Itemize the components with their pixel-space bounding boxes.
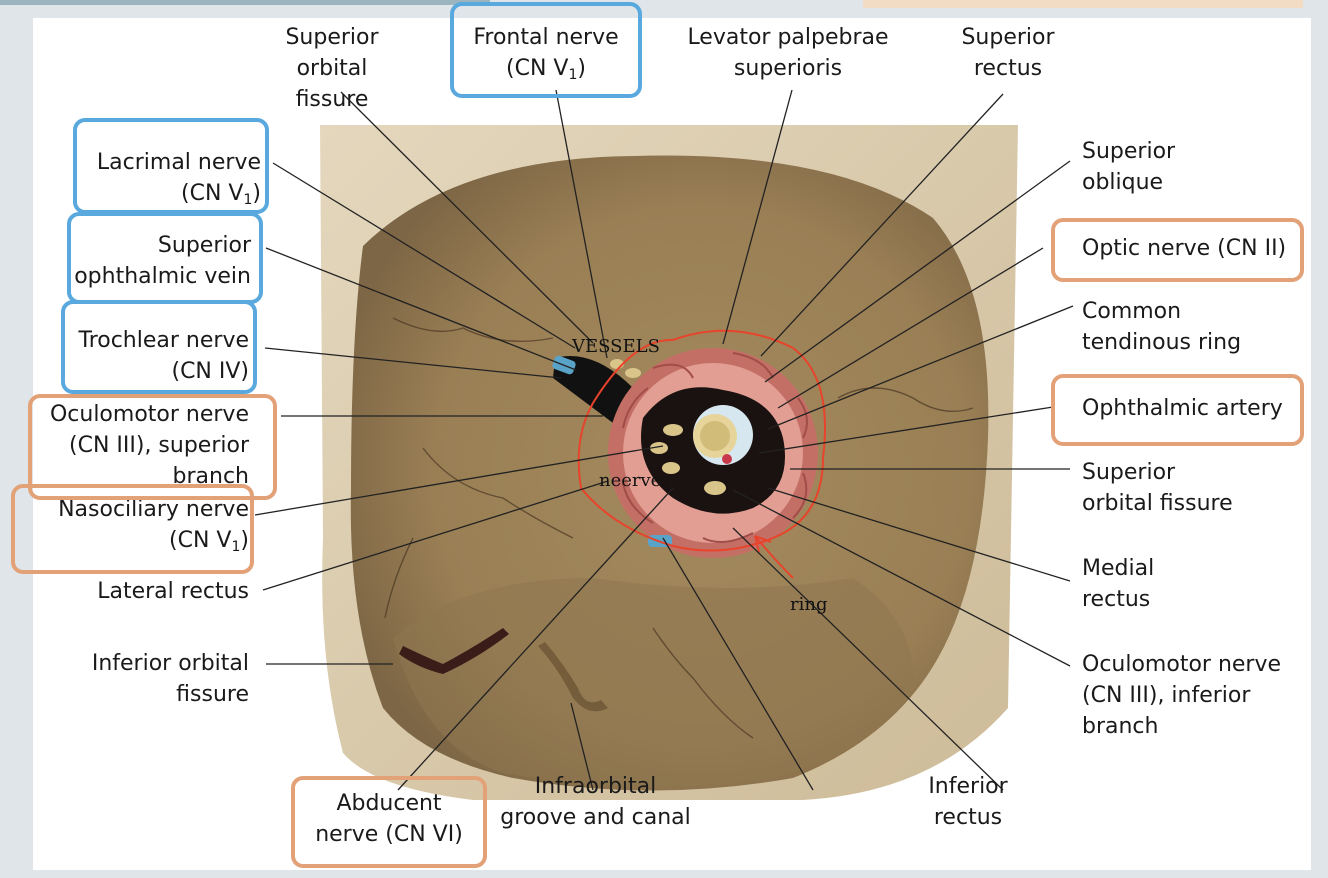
superior-ophthalmic-vein-box [67, 212, 263, 304]
lacrimal-nerve-box [73, 118, 269, 214]
label-ophthalmic-artery: Ophthalmic artery [1082, 396, 1283, 421]
label-superior-orbital-fissure-right: Superior orbital fissure [1082, 460, 1233, 516]
label-inferior-rectus: Inferior rectus [928, 774, 1008, 830]
label-medial-rectus: Medial rectus [1082, 556, 1155, 612]
label-inferior-orbital-fissure: Inferior orbital fissure [91, 651, 249, 707]
label-superior-orbital-fissure-top: Superior orbital fissure [285, 25, 379, 112]
nasociliary-box [11, 484, 254, 574]
orbit-floor [393, 578, 913, 787]
top-accent-bar [0, 0, 490, 5]
orbit-illustration [254, 89, 1074, 800]
leader-lines [254, 89, 1074, 791]
abducent-box [291, 776, 487, 868]
infraorbital-groove-shape [538, 642, 608, 712]
frontal-nerve-box [450, 2, 642, 98]
muscle-cone [608, 348, 818, 558]
bone-sutures [384, 317, 974, 739]
ophthalmic-artery-box [1051, 374, 1304, 446]
label-abducent-nerve: Abducent nerve (CN VI) [315, 791, 463, 847]
label-optic-nerve: Optic nerve (CN II) [1082, 236, 1287, 261]
annotation-vessels: VESSELS [572, 336, 660, 357]
ring-annotation-loop [577, 329, 826, 552]
label-levator-palpebrae: Levator palpebrae superioris [687, 25, 889, 81]
slide: VESSELS neerves ring Superior orbital fi… [11, 2, 1311, 870]
label-infraorbital-groove: Infraorbital groove and canal [500, 774, 691, 830]
label-oculomotor-inferior: Oculomotor nerve (CN III), inferior bran… [1082, 652, 1282, 739]
label-superior-ophthalmic-vein: Superior ophthalmic vein [74, 233, 251, 289]
annotation-nerves: neerves [599, 470, 671, 491]
label-common-tendinous-ring: Common tendinous ring [1082, 299, 1242, 355]
top-accent-bar-right [863, 0, 1303, 8]
label-trochlear-nerve: Trochlear nerve (CN IV) [78, 328, 249, 384]
label-oculomotor-superior: Oculomotor nerve (CN III), superior bran… [49, 402, 249, 489]
label-superior-oblique: Superior oblique [1082, 139, 1176, 195]
ring-annotation-arrow [754, 535, 794, 579]
label-frontal-nerve: Frontal nerve(CN V1) [473, 25, 619, 83]
label-superior-rectus: Superior rectus [961, 25, 1055, 81]
optic-nerve-box [1051, 218, 1304, 282]
inferior-orbital-fissure-shape [399, 628, 509, 674]
label-lateral-rectus: Lateral rectus [97, 579, 249, 604]
annotation-ring: ring [790, 594, 828, 615]
label-lacrimal-nerve: Lacrimal nerve(CN V1) [96, 150, 261, 208]
oculomotor-superior-box [28, 394, 277, 500]
label-nasociliary-nerve: Nasociliary nerve(CN V1) [58, 497, 249, 555]
